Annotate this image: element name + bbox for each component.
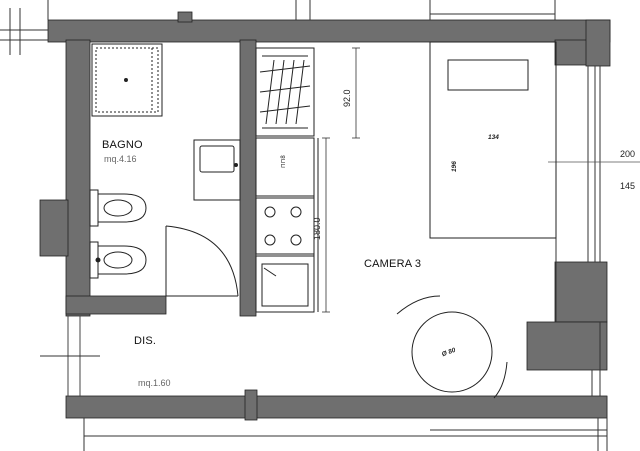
bidet: [89, 241, 147, 279]
wall-top-stub: [177, 11, 193, 23]
dimension-right-upper: 200: [620, 149, 636, 159]
dimension-bed-length: 196: [451, 161, 458, 172]
shower-tray: [91, 43, 163, 117]
room-label-camera: CAMERA 3: [364, 258, 422, 270]
bed: [429, 41, 557, 239]
wall-left-pier: [39, 199, 69, 257]
exterior-lines-top: [295, 0, 556, 20]
wall-bagno-bottom: [65, 295, 167, 315]
washbasin: [193, 139, 241, 201]
toilet: [89, 189, 147, 227]
exterior-lines-bottom: [83, 418, 607, 451]
round-table: [396, 295, 508, 399]
dimension-upper-cabinet: 92.0: [342, 89, 352, 107]
room-label-dis: DIS.: [134, 335, 157, 347]
exterior-lines-top-left: [0, 0, 49, 55]
walls: [39, 11, 611, 421]
dimension-right-lower: 145: [620, 181, 636, 191]
wall-right-corner: [585, 19, 611, 67]
wall-partition: [239, 39, 257, 317]
room-label-bagno: BAGNO: [102, 139, 143, 151]
appliance-mark: ⊓⊓8: [281, 155, 287, 168]
kitchen-dimension-lines: [322, 47, 360, 313]
wall-bottom-stub: [244, 389, 258, 421]
wall-right-pier: [526, 321, 608, 371]
dimension-kitchen-run: 180.0: [312, 217, 322, 240]
window-right: [555, 66, 608, 451]
wall-top: [47, 19, 611, 43]
room-area-bagno: mq.4.16: [104, 154, 137, 164]
bagno-door: [165, 225, 239, 297]
dimension-bed-width: 134: [488, 134, 499, 141]
wall-left: [65, 39, 91, 317]
wall-right-top: [554, 39, 588, 66]
wall-right-mid: [554, 261, 608, 323]
room-area-dis: mq.1.60: [138, 378, 171, 388]
wall-bottom: [65, 395, 608, 419]
kitchen-unit: [255, 47, 319, 313]
